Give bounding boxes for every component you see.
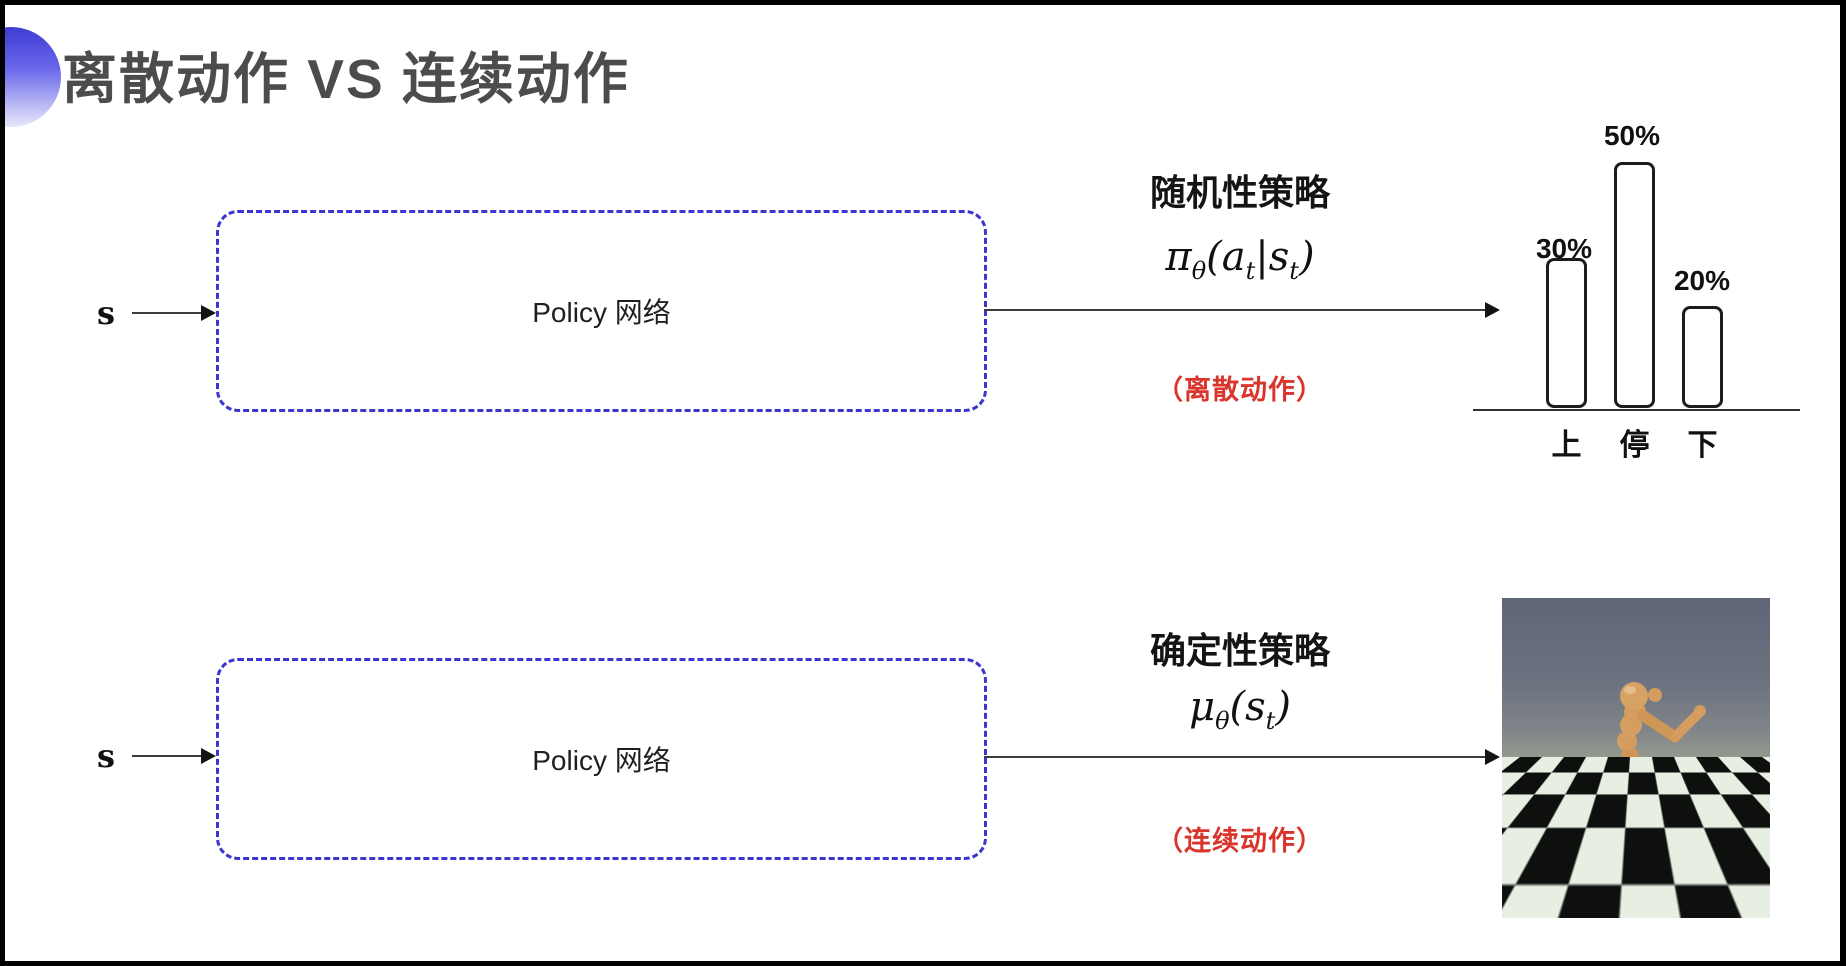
discrete-action-note: （离散动作） — [1156, 375, 1324, 405]
page-title: 离散动作 VS 连续动作 — [62, 48, 630, 110]
probability-bar-down — [1682, 306, 1723, 408]
bar-axis-line — [1473, 409, 1800, 411]
output-arrow-row2 — [984, 749, 1500, 765]
stochastic-policy-label: 随机性策略 — [1149, 172, 1330, 213]
state-input-label-row1: s — [96, 294, 115, 332]
probability-bar-stop — [1614, 162, 1655, 408]
input-arrow-row1 — [132, 305, 216, 321]
state-input-label-row2: s — [96, 737, 115, 775]
bar-category-label: 停 — [1619, 429, 1650, 462]
input-arrow-row2 — [132, 748, 216, 764]
policy-network-box-row2: Policy 网络 — [216, 658, 987, 860]
stochastic-policy-formula: πθ(at|st) — [1165, 234, 1315, 285]
humanoid-simulation-image — [1502, 598, 1770, 918]
output-arrow-row1 — [984, 302, 1500, 318]
continuous-action-note: （连续动作） — [1156, 826, 1324, 856]
bar-category-label: 下 — [1687, 429, 1718, 462]
policy-box-label-row2: Policy 网络 — [532, 745, 671, 776]
bar-value-label: 50% — [1603, 120, 1661, 151]
humanoid-figure — [1566, 682, 1706, 908]
deterministic-policy-label: 确定性策略 — [1149, 630, 1330, 671]
policy-box-label-row1: Policy 网络 — [532, 297, 671, 328]
bar-value-label: 20% — [1673, 265, 1731, 296]
bar-category-label: 上 — [1551, 429, 1582, 462]
policy-network-box-row1: Policy 网络 — [216, 210, 987, 412]
deterministic-policy-formula: μθ(st) — [1189, 684, 1291, 735]
probability-bar-up — [1546, 258, 1587, 408]
